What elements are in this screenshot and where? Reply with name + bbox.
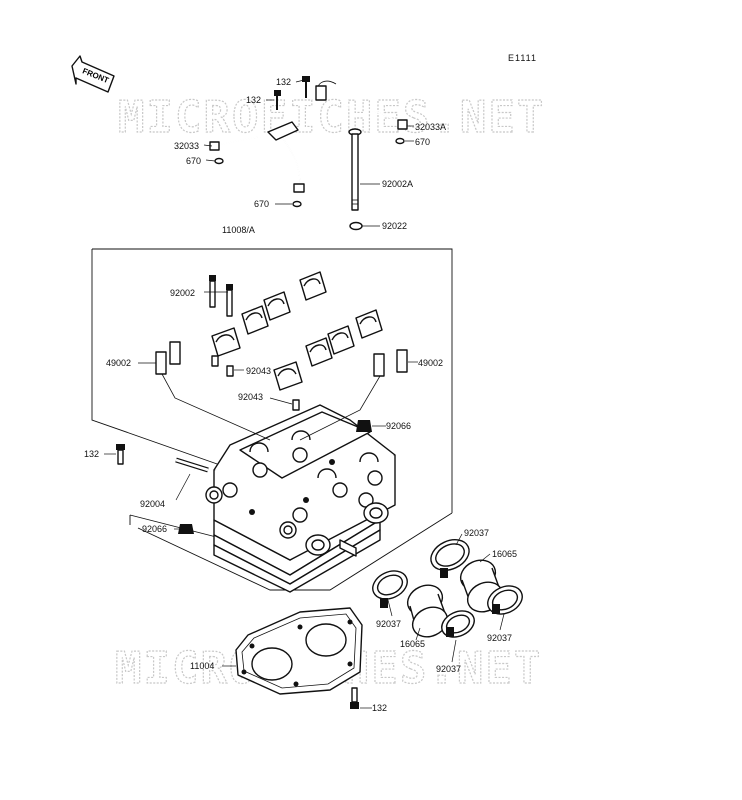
callout-11008A: 11008/A [222, 225, 255, 235]
bolt-132-left [116, 444, 125, 465]
holder-16065-lower [406, 584, 449, 638]
plug-92066-right [356, 420, 372, 432]
callout-92002A: 92002A [382, 179, 413, 189]
callout-92002: 92002 [170, 288, 195, 298]
oil-pipe-32033A [315, 80, 408, 130]
head-gasket-11004 [235, 607, 363, 695]
clamp-92037-lower [441, 610, 475, 638]
callout-92022: 92022 [382, 221, 407, 231]
oil-pipe-32033 [209, 121, 305, 193]
cam-caps [211, 271, 383, 391]
bolt-132-bottom [350, 687, 359, 709]
watermark-top: MICROFICHES.NET [118, 92, 545, 143]
callout-16065-right: 16065 [492, 549, 517, 559]
oring-670-c [292, 200, 302, 208]
plug-92066-left [178, 524, 194, 534]
callout-32033A: 32033A [415, 122, 446, 132]
callout-670-b: 670 [415, 137, 430, 147]
callout-670-a: 670 [186, 156, 201, 166]
callout-92066-right: 92066 [386, 421, 411, 431]
clamp-92037-upper [430, 539, 470, 578]
callout-92037-d: 92037 [487, 633, 512, 643]
reference-code: E1111 [508, 53, 537, 63]
bolt-92002-b [226, 284, 233, 317]
callout-92004: 92004 [140, 499, 165, 509]
clamp-92037-right [487, 585, 523, 615]
oring-670-b [395, 137, 405, 145]
clamp-92037-left [372, 570, 408, 608]
callout-132-c: 132 [84, 449, 99, 459]
callout-132-b: 132 [246, 95, 261, 105]
plug-49002-right [299, 349, 408, 441]
stud-92004 [175, 457, 209, 473]
callout-11004: 11004 [190, 661, 214, 671]
front-arrow-icon: FRONT [71, 55, 115, 93]
callout-32033: 32033 [174, 141, 199, 151]
oring-670-a [214, 157, 224, 165]
dowel-92043-c [211, 355, 219, 367]
washer-92022 [349, 221, 363, 231]
cylinder-head [205, 404, 396, 593]
callout-92037-b: 92037 [376, 619, 401, 629]
long-bolt-92002A [348, 128, 362, 211]
callout-132-d: 132 [372, 703, 387, 713]
callout-92037-a: 92037 [464, 528, 489, 538]
callout-92037-c: 92037 [436, 664, 461, 674]
bolt-132-top-right [302, 76, 310, 98]
leader-lines [104, 79, 505, 709]
callout-670-c: 670 [254, 199, 269, 209]
callout-49002-right: 49002 [418, 358, 443, 368]
callout-132-a: 132 [276, 77, 291, 87]
callout-92043-a: 92043 [246, 366, 271, 376]
callout-92066-left: 92066 [142, 524, 167, 534]
dowel-92043-a [226, 365, 234, 377]
dowel-92043-b [292, 399, 300, 411]
callout-92043-b: 92043 [238, 392, 263, 402]
callout-49002-left: 49002 [106, 358, 131, 368]
bolt-92002-a [209, 275, 216, 308]
bolt-132-top-left [274, 90, 281, 110]
callout-16065-bottom: 16065 [400, 639, 425, 649]
